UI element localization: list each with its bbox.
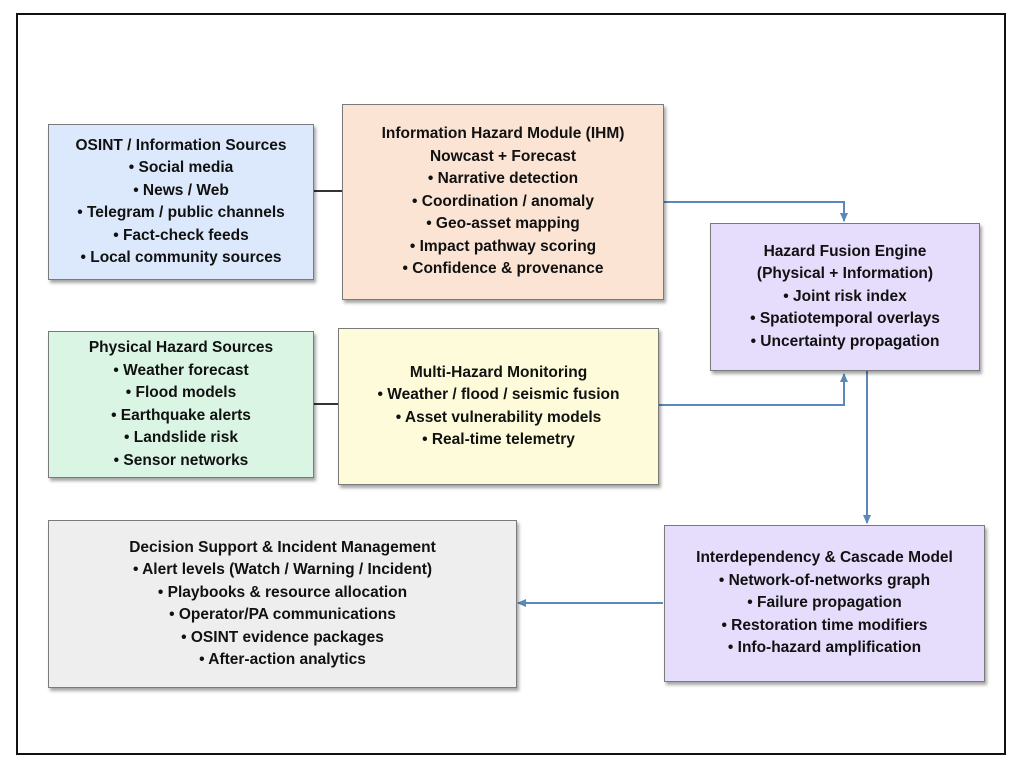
monitoring-item: • Weather / flood / seismic fusion — [377, 386, 620, 403]
osint-sources-title: OSINT / Information Sources — [75, 136, 287, 154]
decision-title: Decision Support & Incident Management — [129, 538, 436, 556]
osint-item: • Fact-check feeds — [113, 226, 249, 244]
fusion-item: • Uncertainty propagation — [750, 332, 940, 350]
hazard-fusion-engine-box: Hazard Fusion Engine (Physical + Informa… — [710, 223, 980, 371]
decision-support-box: Decision Support & Incident Management •… — [48, 520, 517, 688]
physical-item: • Sensor networks — [113, 451, 249, 469]
monitoring-item: • Real-time telemetry — [422, 431, 575, 448]
physical-item: • Earthquake alerts — [111, 406, 251, 424]
ihm-item: • Narrative detection — [427, 170, 579, 188]
osint-item: • News / Web — [133, 181, 229, 199]
cascade-item: • Network-of-networks graph — [718, 571, 931, 589]
osint-item: • Telegram / public channels — [77, 204, 285, 221]
arrow-ihm-to-fusion — [664, 201, 848, 222]
ihm-title: Information Hazard Module (IHM) — [381, 125, 625, 143]
fusion-item: • Joint risk index — [783, 287, 907, 305]
cascade-item: • Info-hazard amplification — [727, 639, 922, 657]
osint-item: • Social media — [128, 159, 234, 176]
decision-item: • Operator/PA communications — [169, 606, 396, 623]
cascade-item: • Failure propagation — [747, 594, 902, 612]
osint-item: • Local community sources — [80, 249, 282, 266]
ihm-item: • Impact pathway scoring — [409, 237, 597, 255]
decision-item: • After-action analytics — [199, 651, 366, 668]
decision-item: • OSINT evidence packages — [181, 628, 384, 646]
ihm-item: • Confidence & provenance — [402, 260, 604, 278]
decision-item: • Alert levels (Watch / Warning / Incide… — [132, 561, 433, 578]
fusion-subtitle: (Physical + Information) — [756, 265, 934, 283]
information-hazard-module-box: Information Hazard Module (IHM) Nowcast … — [342, 104, 664, 300]
osint-sources-box: OSINT / Information Sources • Social med… — [48, 124, 314, 280]
fusion-item: • Spatiotemporal overlays — [750, 310, 940, 328]
diagram-frame — [16, 13, 1006, 755]
physical-item: • Weather forecast — [113, 361, 249, 379]
monitoring-item: • Asset vulnerability models — [395, 408, 602, 426]
fusion-title: Hazard Fusion Engine — [763, 242, 927, 260]
ihm-item: • Geo-asset mapping — [426, 215, 580, 233]
physical-item: • Flood models — [125, 384, 237, 401]
multi-hazard-monitoring-box: Multi-Hazard Monitoring • Weather / floo… — [338, 328, 659, 485]
cascade-title: Interdependency & Cascade Model — [696, 549, 953, 567]
cascade-model-box: Interdependency & Cascade Model • Networ… — [664, 525, 985, 682]
physical-item: • Landslide risk — [124, 429, 238, 446]
physical-title: Physical Hazard Sources — [88, 339, 274, 356]
monitoring-title: Multi-Hazard Monitoring — [409, 363, 588, 381]
ihm-item: • Coordination / anomaly — [412, 192, 594, 210]
ihm-subtitle: Nowcast + Forecast — [429, 147, 577, 165]
arrow-monitoring-to-fusion — [659, 373, 848, 406]
physical-hazard-sources-box: Physical Hazard Sources • Weather foreca… — [48, 331, 314, 478]
decision-item: • Playbooks & resource allocation — [157, 583, 408, 601]
cascade-item: • Restoration time modifiers — [721, 616, 928, 634]
